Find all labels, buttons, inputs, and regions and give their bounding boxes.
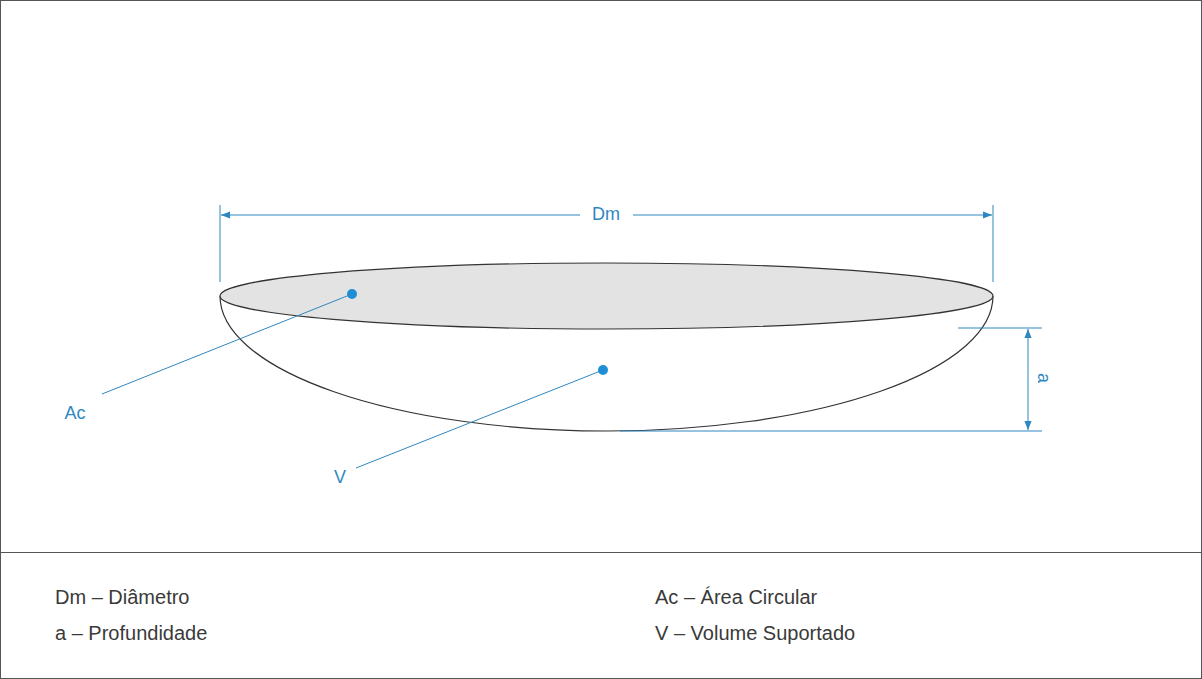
- dimension-line: [1028, 329, 1029, 430]
- dimension-line: [633, 215, 992, 216]
- leader-line: [102, 294, 352, 394]
- callout-label: V: [332, 468, 348, 488]
- legend-note: Ac – Área Circular: [655, 586, 817, 608]
- circular-area: [220, 263, 993, 329]
- legend-note: a – Profundidade: [55, 622, 207, 644]
- dimension-line: [221, 215, 580, 216]
- separator-line: [0, 552, 1202, 553]
- callout-label: Ac: [62, 404, 87, 424]
- extension-line: [993, 205, 994, 282]
- legend-note: Dm – Diâmetro: [55, 586, 189, 608]
- extension-line: [220, 205, 221, 282]
- legend-note: V – Volume Suportado: [655, 622, 855, 644]
- dimension-label: a: [1033, 371, 1053, 385]
- extension-line: [620, 431, 1042, 432]
- leader-line: [356, 370, 603, 468]
- extension-line: [958, 328, 1042, 329]
- dimension-label: Dm: [589, 205, 623, 225]
